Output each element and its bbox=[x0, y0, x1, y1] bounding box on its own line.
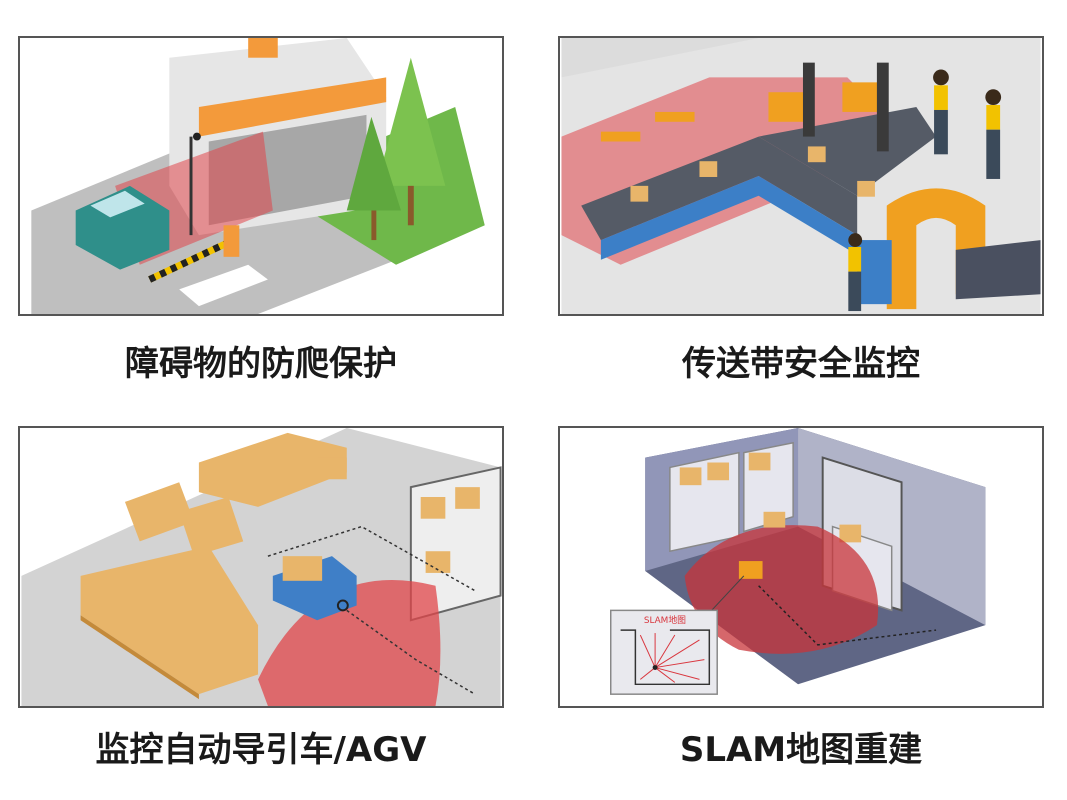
box bbox=[679, 467, 702, 486]
barrier-post bbox=[223, 225, 240, 257]
car-window bbox=[90, 190, 145, 218]
tree bbox=[346, 116, 401, 211]
box bbox=[763, 511, 786, 528]
conveyor-panel bbox=[558, 36, 1044, 316]
sensor-head bbox=[192, 132, 201, 141]
building-sign bbox=[248, 38, 278, 58]
box-stack bbox=[124, 482, 194, 542]
pallet bbox=[80, 615, 199, 700]
agv-warehouse-illustration bbox=[21, 428, 502, 706]
robot-arm-base bbox=[802, 62, 815, 137]
exit-belt bbox=[955, 240, 1041, 300]
robot-arm bbox=[842, 82, 882, 112]
scan-zone bbox=[258, 580, 441, 706]
box bbox=[807, 146, 826, 163]
slam-inset-label: SLAM地图 bbox=[644, 614, 686, 626]
box bbox=[699, 161, 718, 177]
conveyor-belt bbox=[581, 136, 858, 241]
inset-scan-rays bbox=[639, 633, 705, 683]
box bbox=[420, 497, 446, 519]
slam-panel: SLAM地图 bbox=[558, 426, 1044, 708]
agv-panel bbox=[18, 426, 504, 708]
box bbox=[455, 487, 480, 509]
worker-body bbox=[934, 85, 948, 110]
box-stack bbox=[198, 432, 347, 507]
building-awning bbox=[198, 77, 387, 137]
barrier-gate-panel bbox=[18, 36, 504, 316]
conveyor-side bbox=[600, 176, 858, 260]
agv-path bbox=[346, 609, 476, 695]
conveyor-belt bbox=[758, 107, 937, 196]
worker-legs bbox=[848, 271, 862, 312]
worker-head bbox=[985, 89, 1002, 106]
barrier-gate-illustration bbox=[21, 38, 501, 314]
worker-body bbox=[848, 246, 862, 272]
caption-conveyor: 传送带安全监控 bbox=[682, 344, 920, 384]
box bbox=[707, 462, 730, 481]
scan-zone bbox=[684, 525, 879, 654]
box-stack bbox=[80, 546, 259, 695]
slam-room-illustration: SLAM地图 bbox=[561, 428, 1041, 706]
robot-arm bbox=[655, 111, 695, 122]
box bbox=[857, 180, 875, 197]
road-arrow bbox=[179, 264, 268, 307]
caption-barrier: 障碍物的防爬保护 bbox=[125, 344, 397, 384]
robot-arm bbox=[768, 92, 808, 122]
truck-cargo bbox=[282, 556, 323, 581]
caption-agv: 监控自动导引车/AGV bbox=[95, 730, 427, 770]
box bbox=[425, 551, 451, 573]
robot-path bbox=[758, 585, 937, 646]
inset-robot-dot bbox=[652, 665, 658, 671]
worker-head bbox=[848, 233, 863, 247]
inset-walls bbox=[620, 629, 711, 686]
box bbox=[630, 185, 649, 202]
box bbox=[748, 452, 771, 471]
box bbox=[317, 457, 347, 480]
barrier-arm-stripes bbox=[148, 236, 235, 283]
caption-slam: SLAM地图重建 bbox=[679, 730, 923, 770]
robot-arm bbox=[600, 131, 641, 142]
worker-head bbox=[933, 69, 949, 86]
control-panel bbox=[857, 240, 892, 305]
worker-legs bbox=[986, 129, 1001, 179]
agv-path bbox=[267, 525, 476, 592]
box-stack bbox=[179, 497, 244, 557]
sensor-icon bbox=[336, 599, 349, 612]
worker-legs bbox=[934, 109, 948, 155]
conveyor-robot-illustration bbox=[561, 38, 1041, 314]
agv-robot bbox=[738, 561, 763, 579]
tree-trunk bbox=[371, 210, 377, 241]
box bbox=[839, 524, 862, 543]
tree-trunk bbox=[407, 185, 414, 226]
tree bbox=[376, 57, 446, 186]
robot-arm-base bbox=[876, 62, 889, 152]
worker-body bbox=[986, 105, 1001, 130]
